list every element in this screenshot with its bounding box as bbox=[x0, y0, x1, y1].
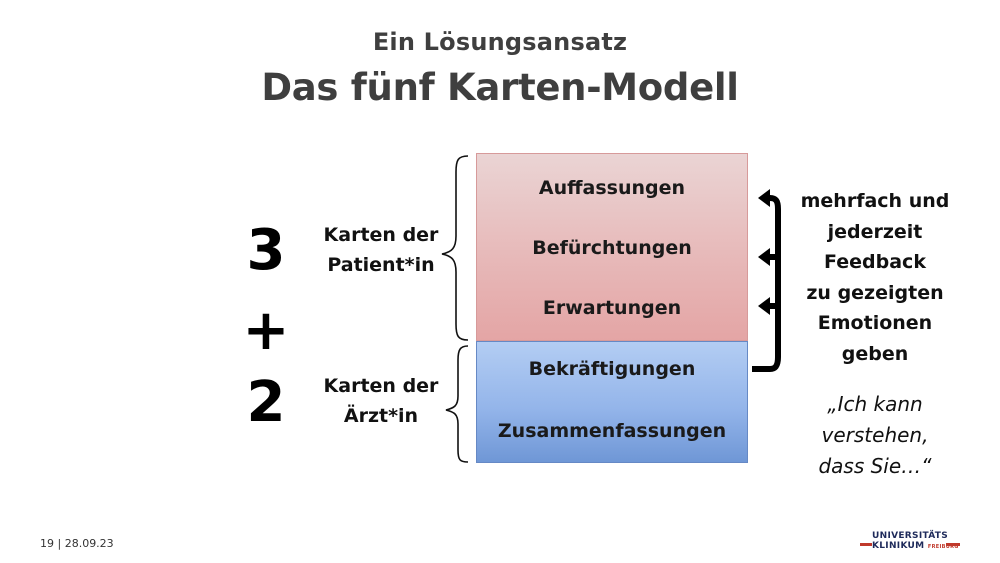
quote-line: „Ich kann bbox=[827, 392, 923, 416]
feedback-line: Emotionen bbox=[817, 312, 933, 334]
university-hospital-logo: UNIVERSITÄTS KLINIKUM FREIBURG bbox=[860, 531, 960, 555]
quote-line: verstehen, bbox=[821, 423, 929, 447]
page-number-date: 19 | 28.09.23 bbox=[40, 537, 114, 550]
feedback-line: zu gezeigten bbox=[806, 281, 944, 304]
logo-text-sub: FREIBURG bbox=[927, 544, 959, 550]
arrow-head-icon bbox=[758, 297, 770, 315]
doctor-group-label-line1: Karten der bbox=[323, 375, 439, 397]
card-auffassungen: Auffassungen bbox=[538, 177, 686, 199]
logo-bar-icon bbox=[860, 543, 960, 546]
card-erwartungen: Erwartungen bbox=[542, 297, 682, 319]
card-bekraeftigungen: Bekräftigungen bbox=[528, 358, 696, 380]
feedback-line: mehrfach und bbox=[800, 190, 950, 212]
slide-subtitle: Ein Lösungsansatz bbox=[372, 28, 628, 56]
doctor-group-label-line2: Ärzt*in bbox=[343, 405, 419, 427]
logo-text-line2-main: KLINIKUM bbox=[872, 541, 925, 551]
patient-cards-box bbox=[476, 153, 748, 341]
feedback-line: geben bbox=[841, 342, 909, 365]
feedback-line: jederzeit bbox=[827, 220, 923, 243]
arrow-head-icon bbox=[758, 189, 770, 207]
quote-line: dass Sie…“ bbox=[818, 454, 932, 478]
feedback-line: Feedback bbox=[824, 251, 926, 273]
doctor-cards-box bbox=[476, 341, 748, 463]
patient-group-label-line2: Patient*in bbox=[327, 254, 435, 276]
brace-icons bbox=[441, 155, 469, 463]
patient-card-count: 3 bbox=[246, 218, 286, 283]
card-befuerchtungen: Befürchtungen bbox=[532, 237, 692, 259]
doctor-card-count: 2 bbox=[246, 370, 286, 435]
slide-title: Das fünf Karten-Modell bbox=[261, 66, 739, 109]
doctor-group-label: Karten der Ärzt*in bbox=[306, 371, 456, 431]
plus-sign: + bbox=[242, 298, 290, 363]
doctor-brace-icon bbox=[445, 345, 469, 463]
example-quote: „Ich kann verstehen, dass Sie…“ bbox=[790, 389, 960, 482]
logo-text-line1: UNIVERSITÄTS bbox=[872, 531, 948, 541]
card-zusammenfassungen: Zusammenfassungen bbox=[497, 420, 727, 442]
feedback-text: mehrfach und jederzeit Feedback zu gezei… bbox=[790, 186, 960, 369]
arrow-head-icon bbox=[758, 248, 770, 266]
logo-text-line2: KLINIKUM FREIBURG bbox=[872, 541, 960, 552]
feedback-arrows-icon bbox=[752, 189, 781, 372]
patient-group-label: Karten der Patient*in bbox=[306, 220, 456, 280]
patient-group-label-line1: Karten der bbox=[323, 224, 439, 246]
patient-brace-icon bbox=[441, 155, 469, 341]
